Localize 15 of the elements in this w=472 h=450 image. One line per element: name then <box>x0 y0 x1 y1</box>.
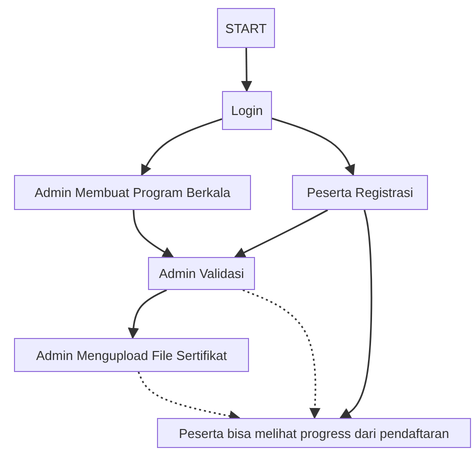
arrow <box>140 118 222 176</box>
process-box: Admin Mengupload File Sertifikat <box>14 338 249 372</box>
arrow <box>272 118 355 176</box>
process-box: Login <box>222 91 272 130</box>
process-box: Admin Membuat Program Berkala <box>14 175 251 210</box>
process-box: START <box>217 8 275 48</box>
arrow <box>234 209 328 258</box>
arrow <box>132 210 174 258</box>
arrow <box>128 289 167 340</box>
process-box: Admin Validasi <box>148 257 255 290</box>
arrow <box>242 289 320 420</box>
process-box: Peserta bisa melihat progress dari pendaftaran <box>157 418 471 448</box>
arrow <box>241 48 252 92</box>
arrow <box>339 210 372 419</box>
process-box: Peserta Registrasi <box>292 175 428 210</box>
